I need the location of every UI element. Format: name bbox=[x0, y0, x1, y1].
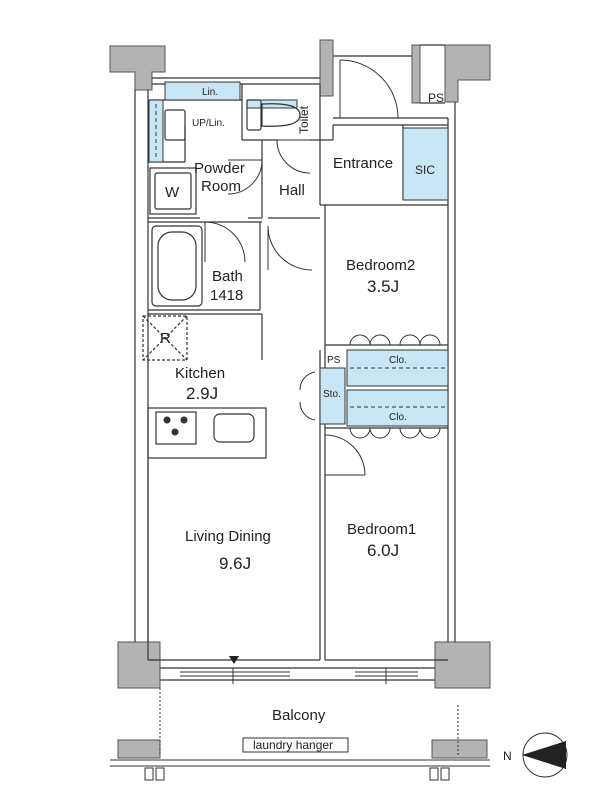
stove-burners bbox=[163, 416, 188, 436]
living-dining-size: 9.6J bbox=[219, 554, 251, 573]
hall-door bbox=[267, 225, 313, 271]
bathtub-inner bbox=[157, 231, 197, 301]
powder-room-door bbox=[227, 159, 263, 195]
kitchen-label: Kitchen bbox=[175, 365, 225, 382]
lin-label: Lin. bbox=[202, 87, 218, 98]
balcony-column-left bbox=[117, 739, 161, 759]
washer-label: W bbox=[165, 184, 180, 201]
walls bbox=[109, 39, 491, 759]
bedroom1-label: Bedroom1 bbox=[347, 521, 416, 538]
storage-door bbox=[299, 371, 316, 421]
ps-top-label: PS bbox=[428, 91, 444, 105]
entrance-door bbox=[339, 59, 399, 119]
laundry-hanger-bar bbox=[242, 737, 349, 753]
bath-size: 1418 bbox=[210, 287, 243, 304]
linen-shelf bbox=[164, 81, 241, 101]
refrigerator-box bbox=[142, 315, 188, 361]
toilet-door bbox=[276, 139, 311, 174]
toilet-tank bbox=[246, 99, 262, 131]
room-labels: Lin. UP/Lin. Toilet PS Powder Room W Hal… bbox=[160, 87, 444, 752]
toilet-bowl bbox=[261, 103, 301, 127]
windows bbox=[180, 668, 418, 684]
closet-upper-label: Clo. bbox=[389, 355, 407, 366]
kitchen-size: 2.9J bbox=[186, 384, 218, 403]
closet-upper bbox=[346, 349, 449, 387]
wall-stub-ps bbox=[411, 44, 421, 104]
sto-label: Sto. bbox=[323, 389, 341, 400]
bathtub-outer bbox=[151, 225, 203, 307]
ps-mid-label: PS bbox=[327, 355, 341, 366]
column-bottom-left bbox=[117, 641, 161, 689]
balcony bbox=[110, 688, 490, 781]
balcony-label: Balcony bbox=[272, 707, 326, 724]
storage-sto bbox=[319, 367, 346, 425]
up-lin-label: UP/Lin. bbox=[192, 118, 225, 129]
fixtures bbox=[142, 99, 301, 445]
powder-room-label-2: Room bbox=[201, 178, 241, 195]
sic-label: SIC bbox=[415, 163, 435, 177]
powder-room-label-1: Powder bbox=[194, 160, 245, 177]
bedroom1-size: 6.0J bbox=[367, 541, 399, 560]
washbasin bbox=[164, 109, 186, 141]
closet-lower bbox=[346, 389, 449, 427]
closet-lower-label: Clo. bbox=[389, 412, 407, 423]
bedroom2-label: Bedroom2 bbox=[346, 257, 415, 274]
wall-stub-top bbox=[319, 39, 334, 97]
compass-needle bbox=[522, 741, 566, 769]
refrigerator-label: R bbox=[160, 330, 171, 347]
compass-north-label: N bbox=[503, 749, 512, 763]
kitchen-counter bbox=[147, 407, 267, 459]
up-linen-shelf bbox=[148, 99, 164, 163]
hall-label: Hall bbox=[279, 182, 305, 199]
laundry-hanger-label: laundry hanger bbox=[253, 738, 333, 752]
column-top-left bbox=[109, 45, 166, 91]
closet-rails bbox=[155, 104, 445, 408]
kitchen-sink bbox=[213, 413, 255, 443]
washer-box bbox=[149, 167, 197, 215]
sic-closet bbox=[402, 127, 449, 201]
entrance-label: Entrance bbox=[333, 155, 393, 172]
column-top-right bbox=[444, 44, 491, 103]
toilet-label: Toilet bbox=[297, 105, 311, 134]
bath-door bbox=[204, 221, 246, 263]
bedroom2-size: 3.5J bbox=[367, 277, 399, 296]
compass: N bbox=[503, 732, 568, 778]
bath-label: Bath bbox=[212, 268, 243, 285]
entry-marker bbox=[229, 656, 239, 664]
living-dining-label: Living Dining bbox=[185, 528, 271, 545]
balcony-column-right bbox=[431, 739, 488, 759]
bedroom1-door bbox=[324, 434, 366, 476]
doors bbox=[204, 59, 441, 476]
column-bottom-right bbox=[434, 641, 491, 689]
stove bbox=[155, 411, 197, 445]
